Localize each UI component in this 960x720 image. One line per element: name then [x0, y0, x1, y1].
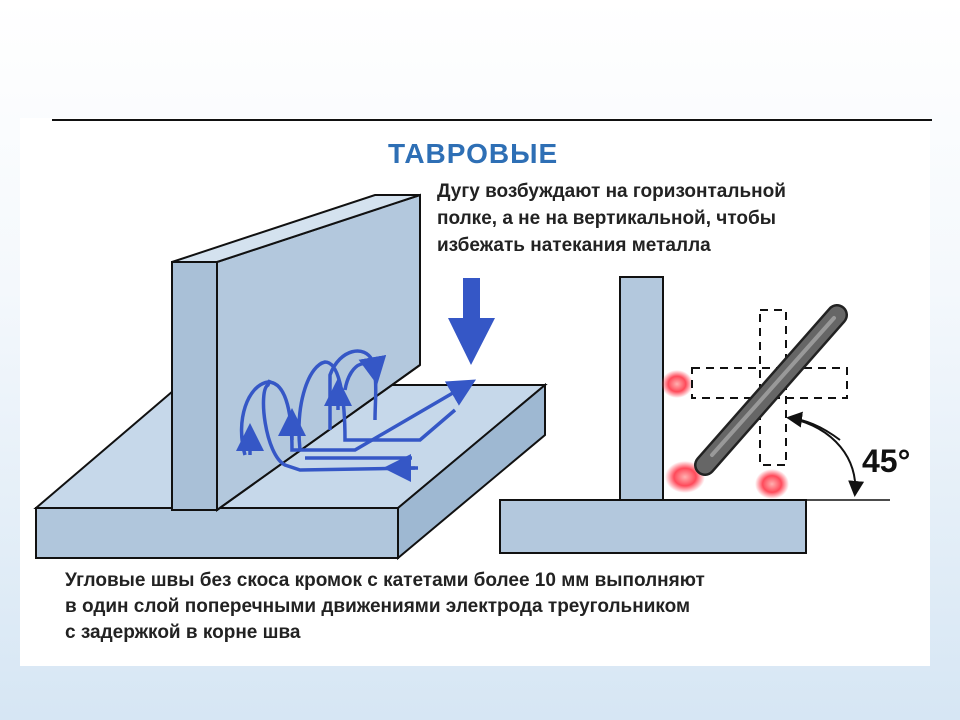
caption-line: в один слой поперечными движениями элект…: [65, 596, 691, 617]
weld-glow: [661, 370, 693, 398]
angle-arc: [789, 417, 865, 497]
base-plate-front: [35, 507, 399, 559]
weld-root-line: [216, 364, 421, 511]
electrode-weave-path: [236, 349, 477, 482]
base-plate-side: [397, 382, 546, 561]
note-line: Дугу возбуждают на горизонтальной: [437, 181, 786, 202]
electrode: [694, 304, 848, 476]
angle-label: 45°: [862, 443, 911, 479]
weld-glow: [755, 469, 789, 499]
caption-line: Угловые швы без скоса кромок с катетами …: [65, 570, 705, 591]
note-line: избежать натекания металла: [437, 235, 711, 256]
top-divider: [52, 119, 932, 121]
page-title: ТАВРОВЫЕ: [388, 138, 559, 169]
caption-text: Угловые швы без скоса кромок с катетами …: [65, 568, 925, 646]
arc-ignition-note: Дугу возбуждают на горизонтальной полке,…: [437, 178, 927, 259]
section-vertical-plate: [619, 276, 664, 501]
tee-cross-section: [499, 276, 890, 554]
arc-direction-arrow: [448, 278, 495, 365]
tee-joint-3d: [33, 193, 548, 561]
caption-line: с задержкой в корне шва: [65, 622, 301, 643]
section-base-plate: [499, 499, 807, 554]
vertical-plate-edge: [171, 261, 218, 511]
note-line: полке, а не на вертикальной, чтобы: [437, 208, 776, 229]
